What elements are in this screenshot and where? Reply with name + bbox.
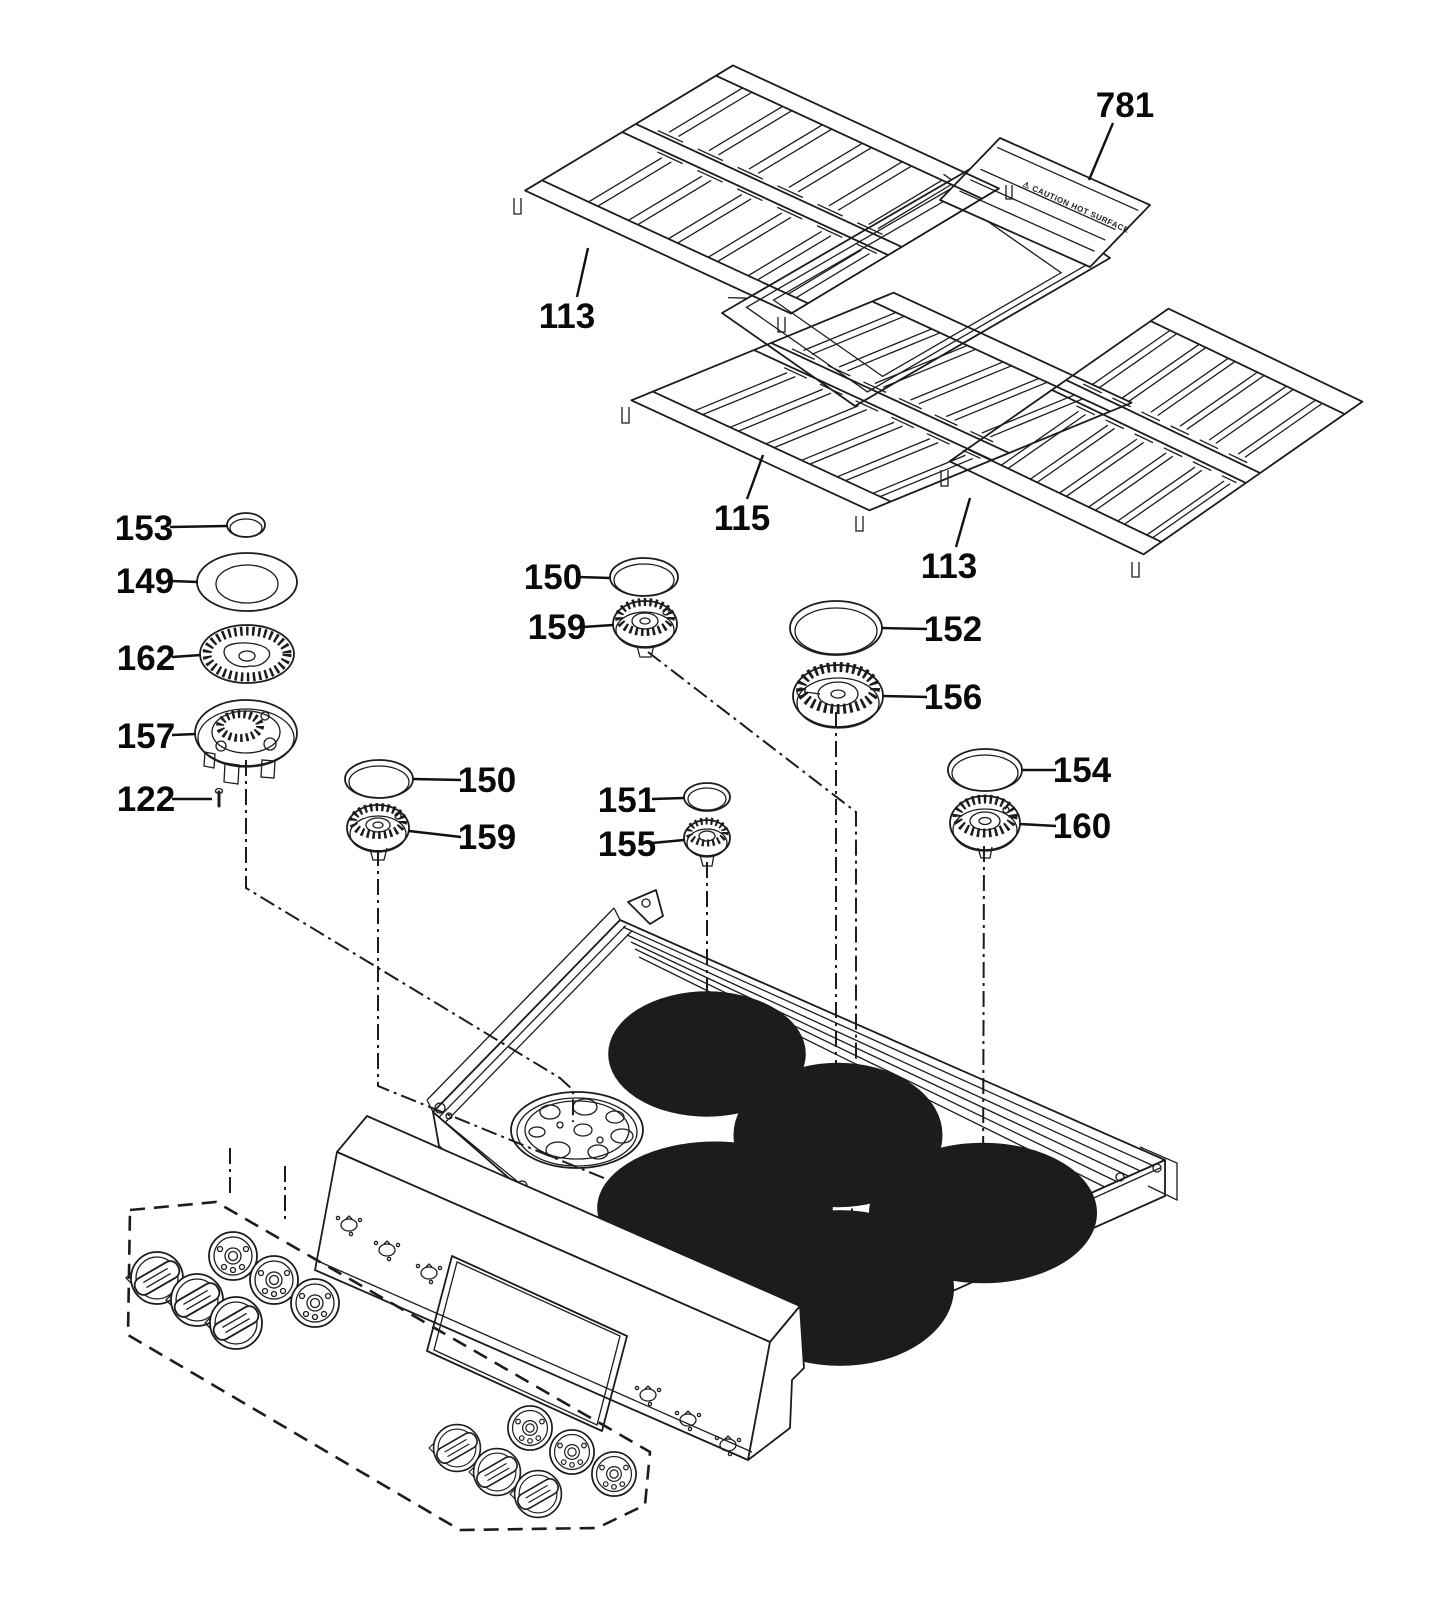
part-head-156 [792,662,884,729]
display-window [426,1255,628,1432]
part-label-160: 160 [1019,807,1111,846]
part-label-113-left: 113 [539,247,595,336]
part-cap-151 [683,782,731,812]
part-label-156: 156 [882,678,982,717]
part-label-150-left-mid: 150 [412,761,516,800]
knob-bezel [290,1278,340,1328]
control-panel [314,1115,805,1461]
label-text: 122 [117,780,175,819]
part-label-155: 155 [598,825,685,864]
label-text: 159 [458,818,516,857]
part-label-159-top-center: 159 [528,608,614,647]
burner-recess-back-center [783,1097,893,1173]
part-label-154: 154 [1022,751,1112,790]
label-text: 151 [598,781,656,820]
label-text: 159 [528,608,586,647]
part-head-159-left-mid [346,803,410,861]
part-head-160 [949,794,1021,859]
part-cap-152 [789,600,883,656]
griddle: ⚠ CAUTION HOT SURFACE [940,138,1150,267]
part-head-155 [683,817,731,867]
label-text: 781 [1096,86,1154,125]
label-text: 113 [921,547,977,586]
part-cap-153 [226,512,266,538]
part-head-159-top-center [612,598,678,658]
grate-right [941,309,1362,577]
control-knob [428,1423,482,1473]
label-text: 157 [117,717,175,756]
label-text: 115 [714,499,770,538]
projection-lines [229,651,985,1263]
part-label-113-right: 113 [921,497,977,586]
label-text: 113 [539,297,595,336]
knob-bezel [208,1231,258,1281]
part-label-153: 153 [115,509,228,548]
knob-bezel [507,1405,553,1451]
part-burner-cap-162 [199,624,295,684]
label-text: 162 [117,639,175,678]
label-text: 152 [924,610,982,649]
label-text: 160 [1053,807,1111,846]
part-cap-154 [947,748,1023,792]
part-label-162: 162 [117,639,202,678]
part-cap-150-top-center [609,557,679,597]
knob-bezel [249,1255,299,1305]
part-label-151: 151 [598,781,685,820]
label-text: 155 [598,825,656,864]
grate-left [514,65,1012,332]
label-text: 153 [115,509,173,548]
knob-kit [125,1200,652,1532]
grate-center [622,293,1132,531]
label-text: 149 [116,562,174,601]
part-label-157: 157 [117,717,197,756]
part-screw-122 [214,787,224,808]
part-label-149: 149 [116,562,199,601]
knob-bezel [591,1451,637,1497]
part-ring-149 [196,552,298,612]
part-label-150-top-center: 150 [524,558,611,597]
knob-kit-outline [126,1200,652,1532]
burner-recess-special [510,1091,644,1169]
label-text: 150 [524,558,582,597]
part-label-122: 122 [117,780,212,819]
part-cap-150-left-mid [344,759,414,799]
label-text: 156 [924,678,982,717]
part-label-115: 115 [714,454,770,538]
knob-bezel [549,1429,595,1475]
part-label-781: 781 [1087,86,1154,181]
part-label-152: 152 [881,610,982,649]
label-text: 150 [458,761,516,800]
burner-recess-front-center [653,1173,777,1243]
label-text: 154 [1053,751,1112,790]
part-label-159-left-mid: 159 [408,818,516,857]
